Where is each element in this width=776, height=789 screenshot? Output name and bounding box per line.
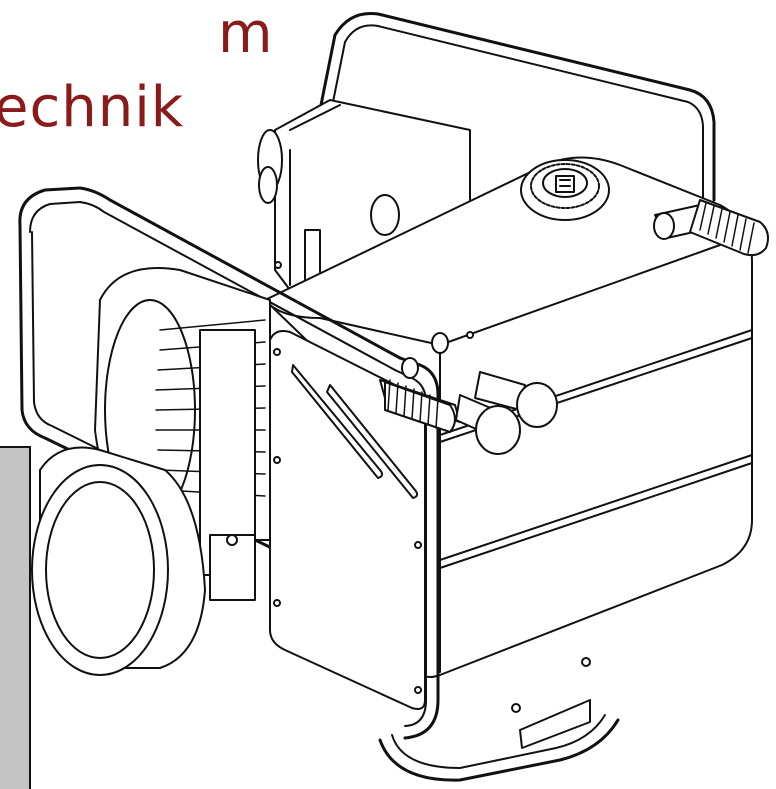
base-feet bbox=[511, 657, 591, 749]
hydraulic-couplings bbox=[379, 331, 558, 455]
front-panel bbox=[269, 330, 426, 710]
heading-line-1: m bbox=[218, 1, 274, 66]
wheel bbox=[31, 446, 206, 676]
heading-line-2: echnik bbox=[0, 75, 185, 140]
rear-frame bbox=[318, 11, 716, 202]
side-panel bbox=[0, 446, 31, 789]
filler-cap bbox=[520, 159, 610, 221]
rear-handle bbox=[653, 199, 769, 257]
front-frame bbox=[18, 186, 620, 782]
